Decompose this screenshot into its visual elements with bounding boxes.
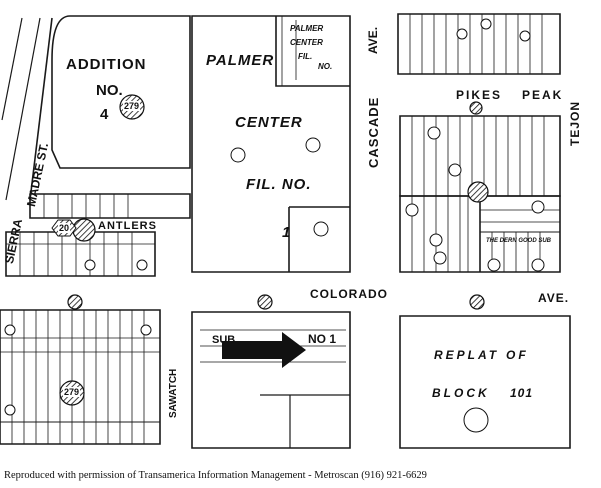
marker-20-label: 20 xyxy=(58,223,71,233)
location-arrow-icon xyxy=(222,332,306,368)
label-tejon: TEJON xyxy=(568,100,582,146)
map-credit: Reproduced with permission of Transameri… xyxy=(4,470,427,481)
label-colorado: COLORADO xyxy=(310,287,388,301)
palmer-center-block-outline xyxy=(191,15,351,273)
label-addition-number: 4 xyxy=(100,106,109,123)
label-filing-number: 1 xyxy=(282,224,291,241)
label-cascade: CASCADE xyxy=(366,96,381,168)
marker-279-bottom-label: 279 xyxy=(63,387,81,397)
label-addition: ADDITION xyxy=(66,56,147,73)
parcel-marker-replat xyxy=(469,294,485,310)
label-the-dern-good-sub: THE DERN GOOD SUB xyxy=(486,238,552,244)
parcel-marker-colorado xyxy=(257,294,273,310)
label-ave-top: AVE. xyxy=(366,26,380,54)
label-no-small: NO. xyxy=(318,62,333,71)
parcel-marker-west xyxy=(67,294,83,310)
label-block: BLOCK xyxy=(432,386,490,400)
parcel-marker-antlers xyxy=(72,218,96,242)
label-center-small: CENTER xyxy=(290,38,323,47)
label-replat: REPLAT xyxy=(434,348,500,362)
label-no: NO. xyxy=(96,82,123,99)
label-fil-no: FIL. NO. xyxy=(246,176,312,193)
label-block-number: 101 xyxy=(510,386,534,400)
label-no1: NO 1 xyxy=(308,332,337,346)
label-peak: PEAK xyxy=(522,88,564,102)
label-antlers: ANTLERS xyxy=(98,220,157,232)
label-pikes: PIKES xyxy=(456,88,503,102)
label-of: OF xyxy=(506,348,529,362)
label-sub: SUB xyxy=(212,334,236,346)
parcel-marker-tejon xyxy=(467,181,489,203)
label-ave-colorado: AVE. xyxy=(538,291,570,305)
label-center: CENTER xyxy=(235,114,303,131)
addition-block-outline xyxy=(51,15,191,169)
label-palmer-small: PALMER xyxy=(290,24,324,33)
marker-279-top-label: 279 xyxy=(123,101,141,111)
label-sawatch: SAWATCH xyxy=(168,368,179,418)
label-fil-small: FIL. xyxy=(298,52,313,61)
label-palmer: PALMER xyxy=(206,52,275,69)
